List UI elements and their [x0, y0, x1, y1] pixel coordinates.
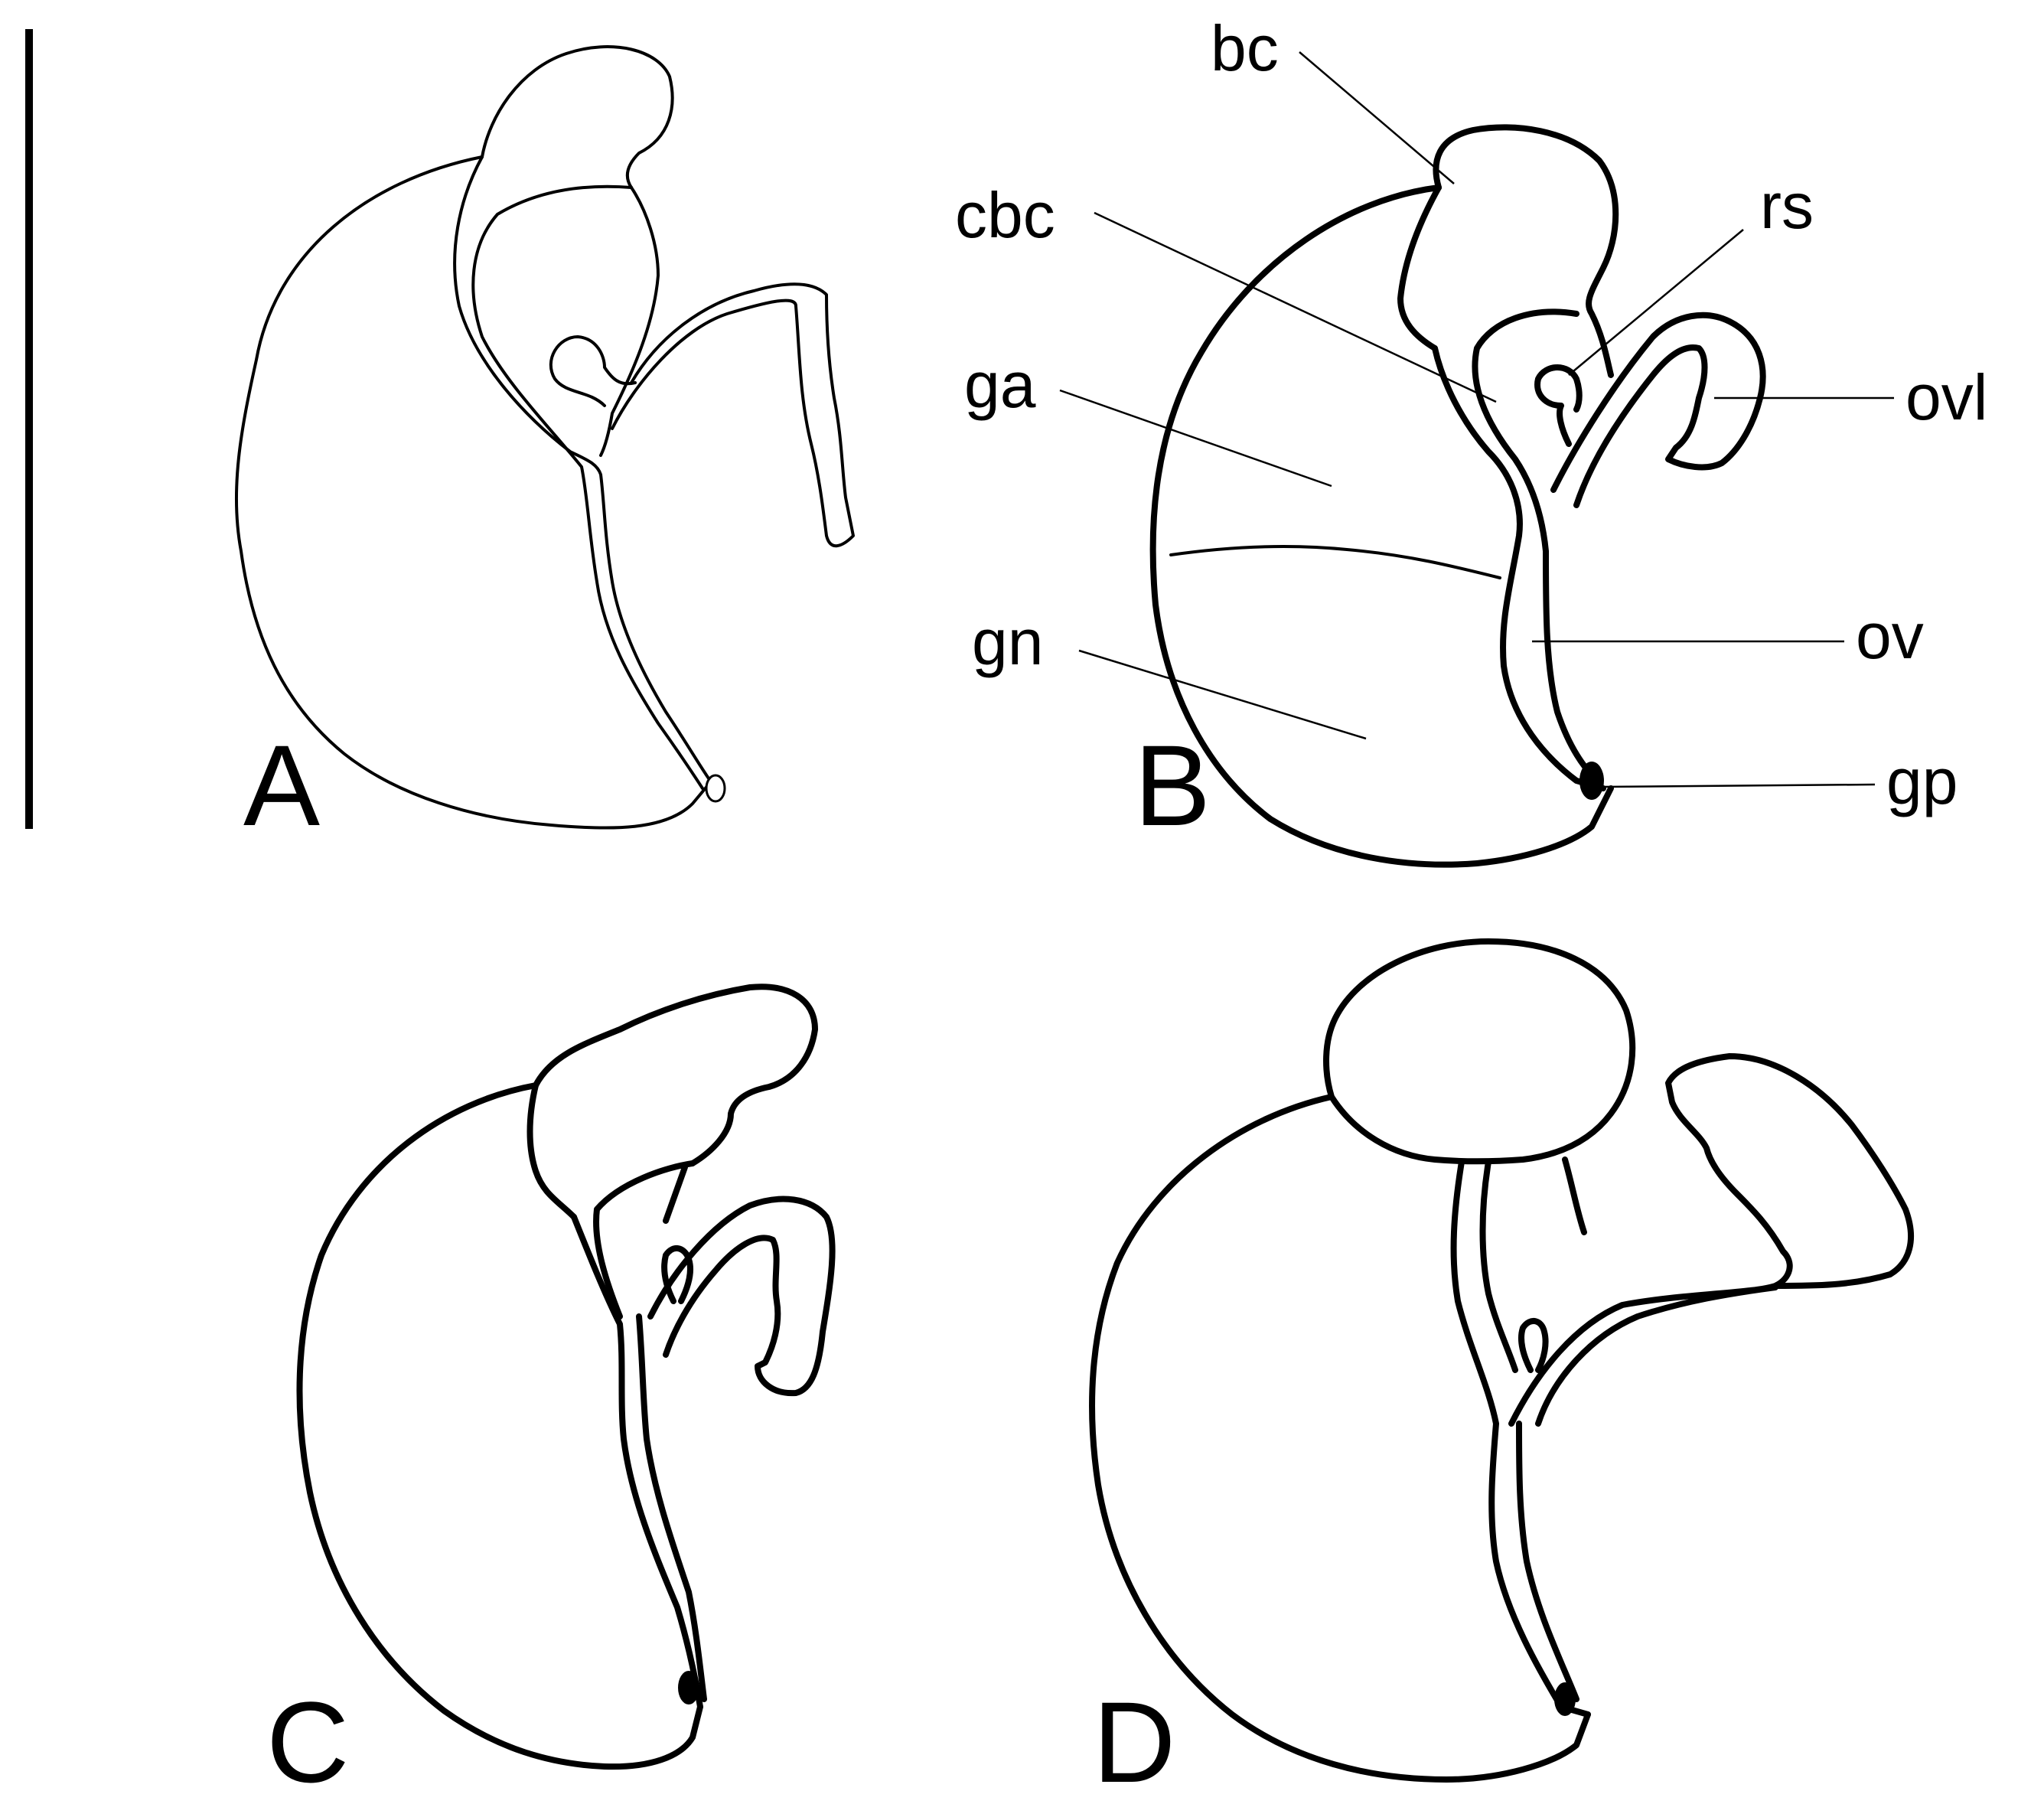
panel-c-seminal-receptacle [661, 1245, 693, 1304]
panel-c-duct-outer [571, 1214, 703, 1710]
panel-d-bursa-copulatrix [1323, 938, 1636, 1165]
panel-b-bursa-neck [1397, 184, 1442, 351]
leader-cbc [1094, 211, 1497, 403]
panel-d: D [1089, 938, 1914, 1804]
panel-d-letter: D [1093, 1678, 1175, 1804]
scale-bar [25, 29, 33, 829]
panel-c-genital-pore [678, 1671, 699, 1705]
panel-c-letter: C [266, 1678, 349, 1804]
panel-d-genital-pore [1554, 1682, 1576, 1716]
leader-gp [1602, 783, 1876, 788]
label-ov: ov [1856, 600, 1924, 672]
label-ovl: ovl [1905, 361, 1987, 433]
panel-b-bursa-copulatrix [1433, 124, 1619, 378]
panel-b-letter: B [1134, 721, 1211, 850]
panel-a-genital-pore [705, 774, 726, 803]
panel-b: bc cbc rs ga ovl ov gn gp B [955, 12, 1987, 868]
panel-a-duct-inner [471, 184, 704, 790]
panel-a-bursa-copulatrix [481, 45, 674, 189]
leader-rs [1568, 229, 1744, 376]
panel-b-genital-pore [1579, 762, 1604, 800]
panel-c-bursa-copulatrix [533, 984, 818, 1166]
panel-a-seminal-receptacle [549, 335, 637, 407]
panel-a-receptaculum-lobe [599, 186, 660, 457]
panel-a-gland-outline [234, 155, 713, 830]
label-cbc: cbc [955, 179, 1055, 251]
label-gn: gn [972, 606, 1043, 678]
panel-b-gland-outline [1149, 184, 1614, 868]
panel-d-duct-inner [1479, 1156, 1587, 1702]
panel-c-bursa-neck [526, 1082, 577, 1220]
panel-a-letter: A [243, 721, 320, 850]
panel-c-duct-inner [593, 1160, 707, 1702]
label-ga: ga [964, 349, 1036, 421]
panel-b-seminal-receptacle [1534, 364, 1583, 447]
label-gp: gp [1886, 745, 1958, 817]
label-bc: bc [1211, 12, 1279, 84]
leader-ga [1059, 389, 1332, 488]
panel-c: C [266, 984, 836, 1804]
panel-d-seminal-receptacle [1518, 1318, 1549, 1373]
panel-b-duct-inner [1472, 308, 1602, 785]
leader-gn [1078, 649, 1367, 740]
panel-d-oviduct-loop [1508, 1053, 1914, 1427]
panel-a-oviduct-branch [611, 282, 855, 548]
panel-d-duct-outer [1450, 1159, 1591, 1718]
panel-d-gland-outline [1089, 1094, 1591, 1783]
label-rs: rs [1760, 170, 1814, 242]
panel-b-oviduct-loop [1550, 312, 1766, 508]
panel-b-duct-outer [1432, 345, 1606, 791]
panel-b-ga-gn-boundary [1169, 545, 1501, 579]
panel-c-oviduct-loop [647, 1196, 836, 1397]
panel-c-gland-outline [296, 1082, 703, 1770]
panel-a-duct-outer [453, 155, 717, 790]
leader-bc [1299, 51, 1455, 184]
panel-a: A [234, 45, 855, 850]
